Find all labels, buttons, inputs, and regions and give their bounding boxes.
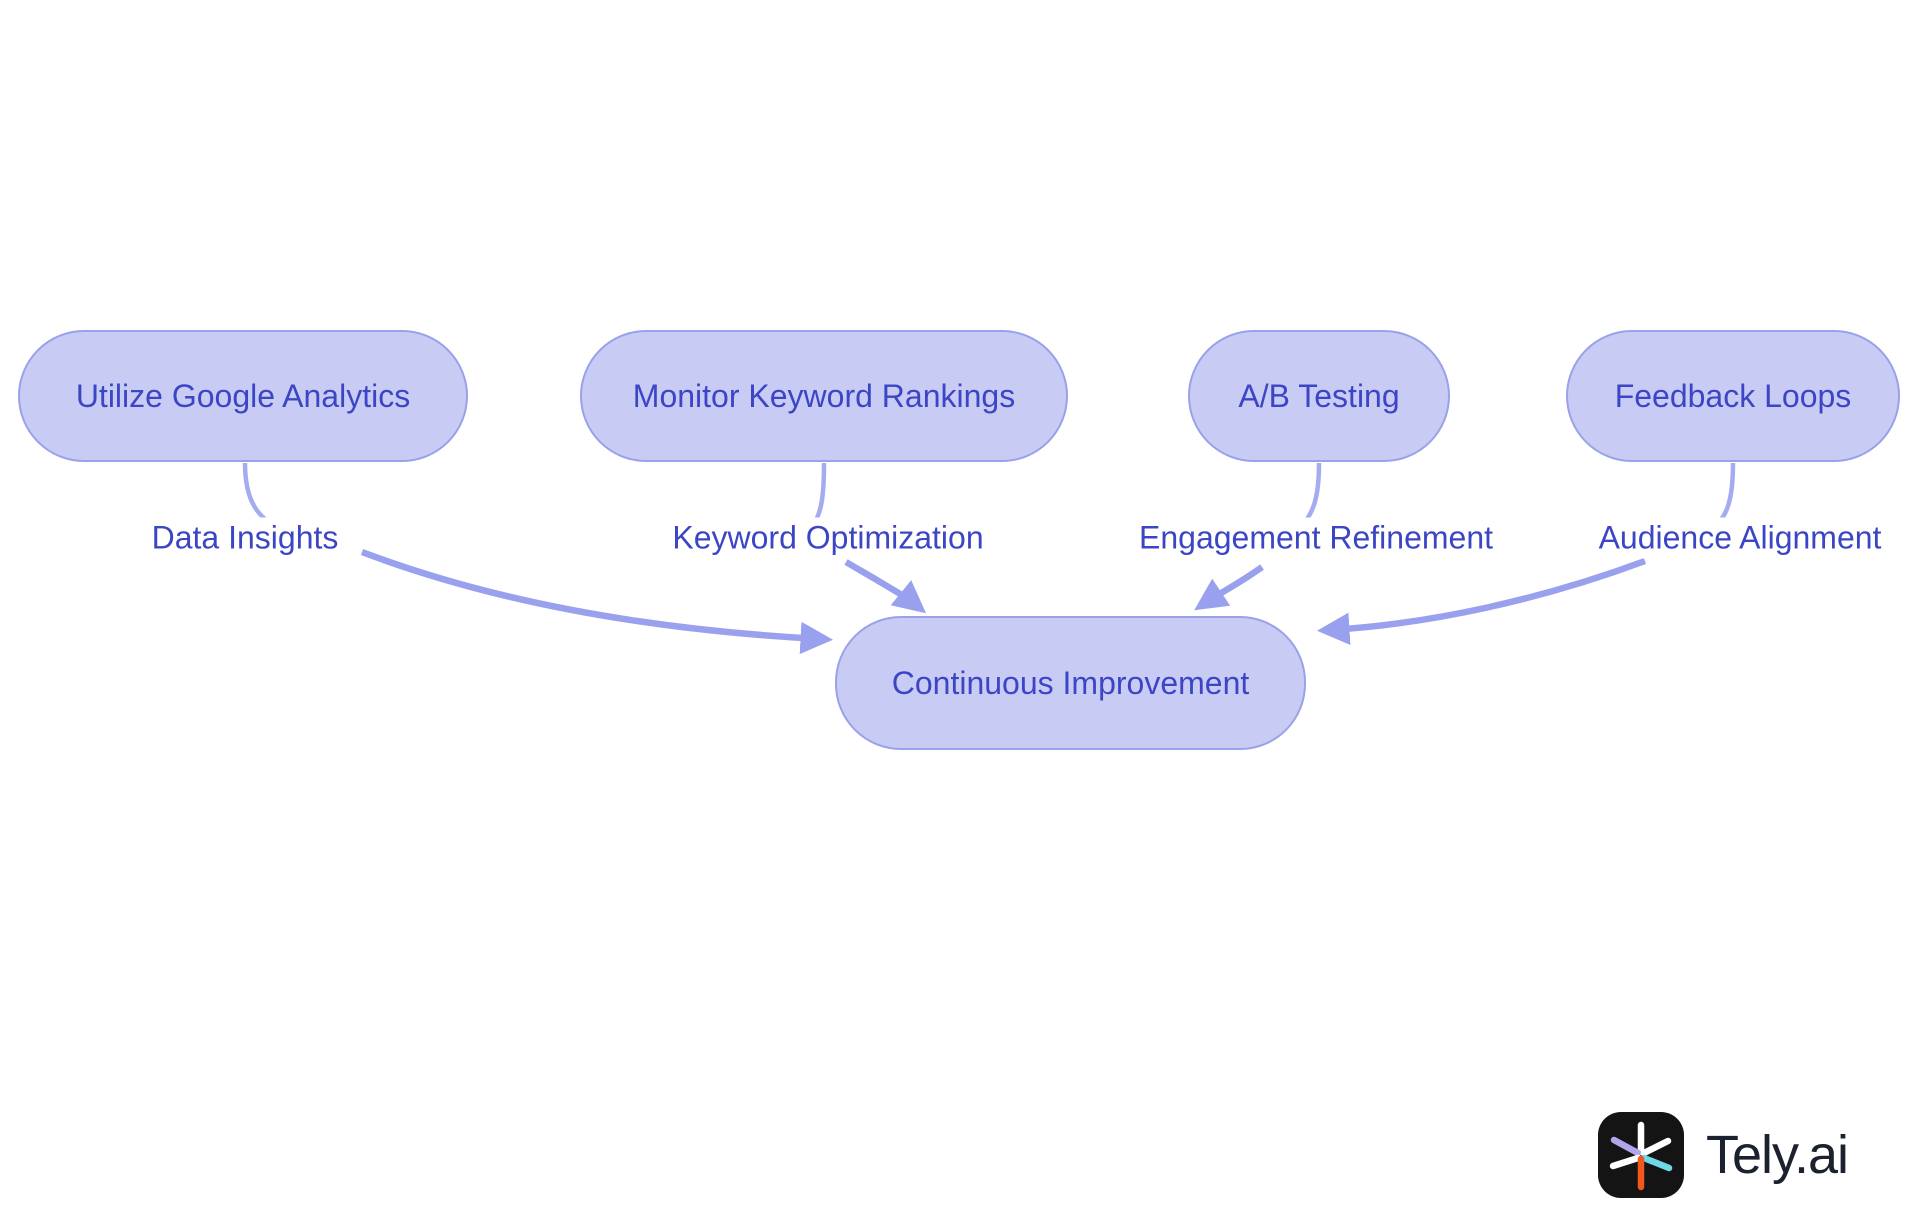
tely-asterisk-icon [1598,1112,1684,1198]
node-ab-testing: A/B Testing [1188,330,1450,462]
node-monitor-keyword-rankings: Monitor Keyword Rankings [580,330,1068,462]
node-utilize-google-analytics: Utilize Google Analytics [18,330,468,462]
edge-arrow-engagement-refinement [1194,564,1264,611]
edge-label-keyword-optimization: Keyword Optimization [667,517,989,559]
edge-stub-keyword-optimization [812,462,827,526]
node-feedback-loops: Feedback Loops [1566,330,1900,462]
node-label: Continuous Improvement [891,664,1250,701]
edge-label-audience-alignment: Audience Alignment [1593,517,1887,559]
node-label: Utilize Google Analytics [75,377,411,414]
logo-wordmark: Tely.ai [1706,1125,1849,1185]
edge-stub-engagement-refinement [1302,462,1322,525]
edge-label-data-insights: Data Insights [146,517,344,559]
node-label: Feedback Loops [1614,377,1852,414]
edge-arrow-data-insights [360,548,833,655]
node-label: A/B Testing [1238,377,1400,414]
tely-logo: Tely.ai [1598,1112,1849,1198]
edge-label-engagement-refinement: Engagement Refinement [1134,517,1498,559]
edge-arrow-audience-alignment [1317,557,1647,646]
edge-arrow-keyword-optimization [844,559,927,614]
node-continuous-improvement: Continuous Improvement [835,616,1306,750]
node-label: Monitor Keyword Rankings [632,377,1016,414]
